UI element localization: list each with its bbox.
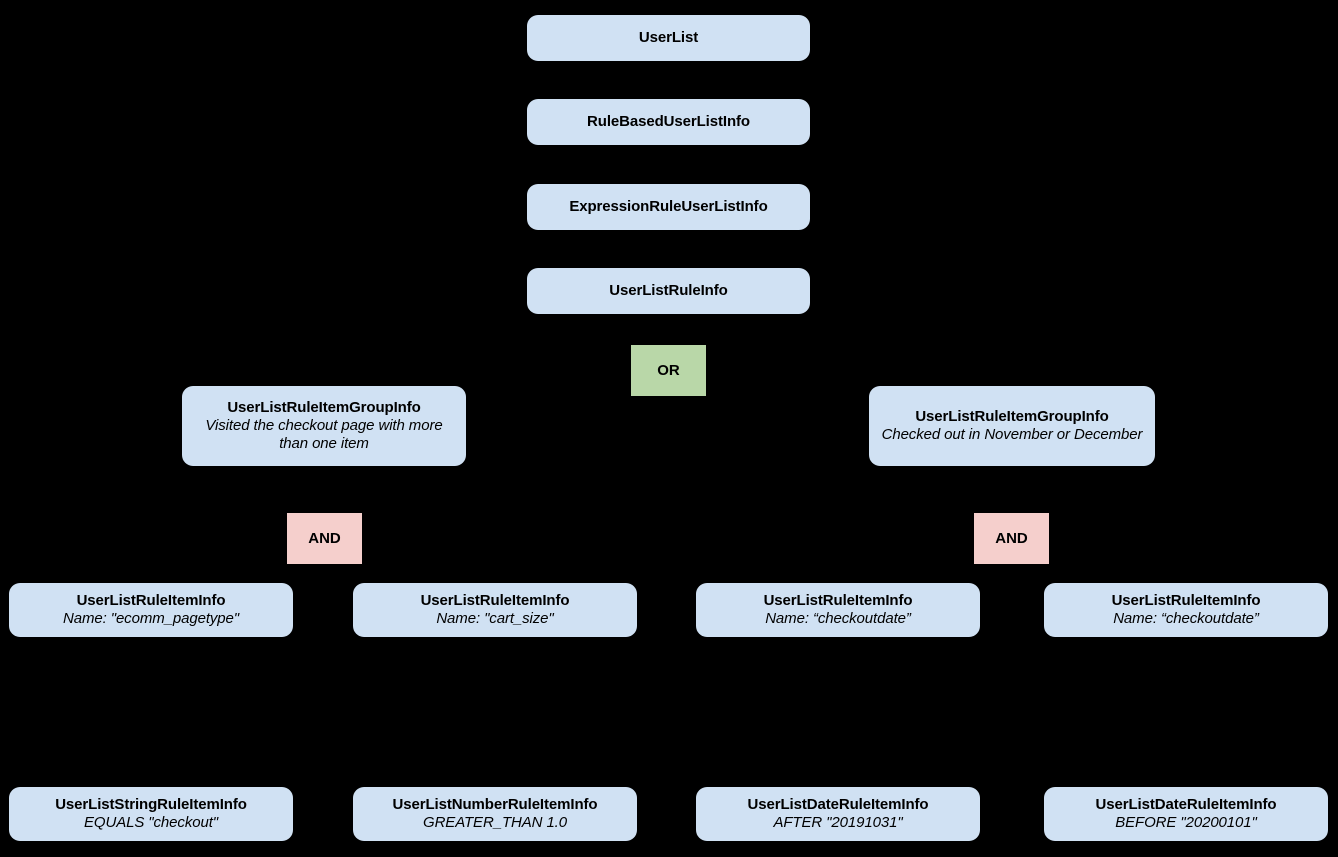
node-userlistruleinfo-title: UserListRuleInfo: [609, 282, 728, 300]
edge-userlist-to-rulebased: [667, 61, 669, 99]
node-rulebaseduserlistinfo-title: RuleBasedUserListInfo: [587, 113, 750, 131]
edge-and-right-to-item-4: [1184, 576, 1186, 583]
edge-rule-to-or: [667, 314, 669, 345]
edge-item-3-to-typed-3: [837, 637, 839, 787]
node-rule-item-2-detail: Name: "cart_size": [436, 610, 554, 627]
edge-item-4-to-typed-4: [1184, 637, 1186, 787]
edge-and-right-to-item-3: [837, 576, 839, 583]
node-typed-rule-item-4-detail: BEFORE "20200101": [1115, 814, 1257, 831]
node-typed-rule-item-2-title: UserListNumberRuleItemInfo: [392, 796, 598, 814]
edge-and-left-bus: [150, 576, 496, 578]
edge-group-left-to-and: [323, 466, 325, 513]
node-typed-rule-item-4-title: UserListDateRuleItemInfo: [1095, 796, 1277, 814]
node-rule-item-group-right-description: Checked out in November or December: [881, 426, 1143, 443]
node-typed-rule-item-3[interactable]: UserListDateRuleItemInfo AFTER "20191031…: [696, 787, 980, 841]
node-rule-item-group-left-title: UserListRuleItemGroupInfo: [227, 399, 421, 417]
node-typed-rule-item-4[interactable]: UserListDateRuleItemInfo BEFORE "2020010…: [1044, 787, 1328, 841]
node-typed-rule-item-1[interactable]: UserListStringRuleItemInfo EQUALS "check…: [9, 787, 293, 841]
node-userlistruleinfo[interactable]: UserListRuleInfo: [527, 268, 810, 314]
edge-and-right-bus: [837, 576, 1186, 578]
node-rule-item-2[interactable]: UserListRuleItemInfo Name: "cart_size": [353, 583, 637, 637]
edge-item-1-to-typed-1: [150, 637, 152, 787]
node-expressionruleuserlistinfo[interactable]: ExpressionRuleUserListInfo: [527, 184, 810, 230]
operator-and-right-label: AND: [995, 529, 1028, 547]
operator-and-right[interactable]: AND: [974, 513, 1049, 564]
node-expressionruleuserlistinfo-title: ExpressionRuleUserListInfo: [569, 198, 768, 216]
node-rule-item-3[interactable]: UserListRuleItemInfo Name: “checkoutdate…: [696, 583, 980, 637]
node-typed-rule-item-2[interactable]: UserListNumberRuleItemInfo GREATER_THAN …: [353, 787, 637, 841]
node-rule-item-4-detail: Name: “checkoutdate”: [1113, 610, 1259, 627]
edge-expression-to-rule: [667, 230, 669, 268]
edge-group-right-to-and: [1010, 466, 1012, 513]
node-rule-item-4[interactable]: UserListRuleItemInfo Name: “checkoutdate…: [1044, 583, 1328, 637]
node-rule-item-1-title: UserListRuleItemInfo: [76, 592, 226, 610]
node-rule-item-1-detail: Name: "ecomm_pagetype": [62, 610, 240, 627]
operator-or[interactable]: OR: [631, 345, 706, 396]
node-rule-item-group-left[interactable]: UserListRuleItemGroupInfo Visited the ch…: [182, 386, 466, 466]
node-userlist[interactable]: UserList: [527, 15, 810, 61]
operator-and-left-label: AND: [308, 529, 341, 547]
node-rule-item-3-title: UserListRuleItemInfo: [763, 592, 913, 610]
node-typed-rule-item-3-detail: AFTER "20191031": [773, 814, 903, 831]
node-rule-item-4-title: UserListRuleItemInfo: [1111, 592, 1261, 610]
operator-and-left[interactable]: AND: [287, 513, 362, 564]
node-rule-item-group-right-title: UserListRuleItemGroupInfo: [915, 408, 1109, 426]
node-typed-rule-item-3-title: UserListDateRuleItemInfo: [747, 796, 929, 814]
node-rulebaseduserlistinfo[interactable]: RuleBasedUserListInfo: [527, 99, 810, 145]
edge-and-left-to-item-1: [150, 576, 152, 583]
node-rule-item-3-detail: Name: “checkoutdate”: [765, 610, 911, 627]
node-rule-item-group-right[interactable]: UserListRuleItemGroupInfo Checked out in…: [869, 386, 1155, 466]
node-typed-rule-item-1-detail: EQUALS "checkout": [83, 814, 218, 831]
edge-item-2-to-typed-2: [494, 637, 496, 787]
node-rule-item-2-title: UserListRuleItemInfo: [420, 592, 570, 610]
node-rule-item-group-left-description: Visited the checkout page with more than…: [205, 417, 443, 452]
node-rule-item-1[interactable]: UserListRuleItemInfo Name: "ecomm_pagety…: [9, 583, 293, 637]
node-typed-rule-item-1-title: UserListStringRuleItemInfo: [55, 796, 247, 814]
operator-or-label: OR: [657, 361, 680, 379]
node-typed-rule-item-2-detail: GREATER_THAN 1.0: [423, 814, 567, 831]
node-userlist-title: UserList: [638, 29, 699, 47]
edge-rulebased-to-expression: [667, 145, 669, 184]
edge-and-left-to-item-2: [494, 576, 496, 583]
